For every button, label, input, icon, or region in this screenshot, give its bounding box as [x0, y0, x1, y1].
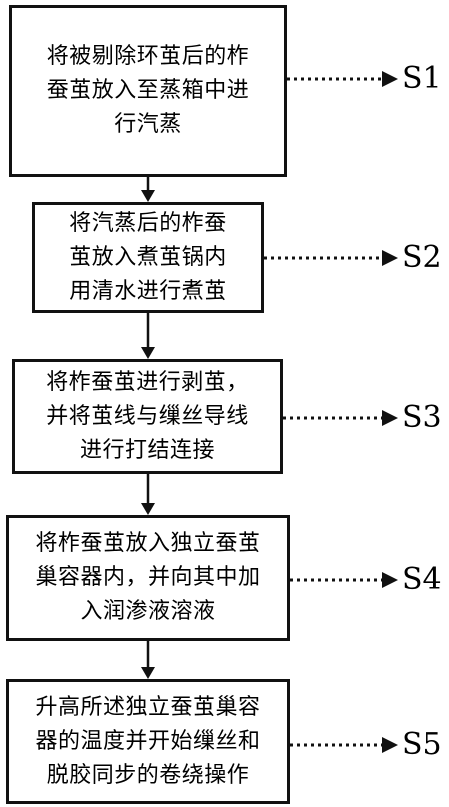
- step-box-s5: 升高所述独立蚕茧巢容 器的温度并开始缫丝和 脱胶同步的卷绕操作: [6, 679, 290, 804]
- step-text-s1: 将被剔除环茧后的柞 蚕茧放入至蒸箱中进 行汽蒸: [46, 44, 250, 137]
- step-box-s4: 将柞蚕茧放入独立蚕茧 巢容器内，并向其中加 入润渗液溶液: [6, 515, 290, 641]
- dotted-arrow: [290, 572, 398, 588]
- down-arrow: [141, 474, 155, 515]
- step-box-s1: 将被剔除环茧后的柞 蚕茧放入至蒸箱中进 行汽蒸: [9, 5, 287, 177]
- step-text-s3: 将柞蚕茧进行剥茧， 并将茧线与缫丝导线 进行打结连接: [46, 369, 249, 463]
- step-text-s2: 将汽蒸后的柞蚕 茧放入煮茧锅内 用清水进行煮茧: [69, 210, 227, 304]
- dotted-arrow: [283, 410, 398, 426]
- down-arrow: [141, 641, 155, 679]
- step-text-s5: 升高所述独立蚕茧巢容 器的温度并开始缫丝和 脱胶同步的卷绕操作: [35, 694, 261, 788]
- dotted-arrow: [264, 250, 398, 266]
- step-label-s2: S2: [402, 240, 442, 275]
- step-label-s5: S5: [402, 727, 442, 762]
- step-label-s3: S3: [402, 400, 442, 435]
- down-arrow: [141, 313, 155, 359]
- step-text-s4: 将柞蚕茧放入独立蚕茧 巢容器内，并向其中加 入润渗液溶液: [35, 531, 261, 624]
- step-label-s4: S4: [402, 562, 442, 597]
- step-label-s1: S1: [402, 61, 442, 96]
- dotted-arrow: [287, 71, 398, 87]
- step-box-s3: 将柞蚕茧进行剥茧， 并将茧线与缫丝导线 进行打结连接: [12, 359, 283, 474]
- down-arrow: [141, 177, 155, 202]
- step-box-s2: 将汽蒸后的柞蚕 茧放入煮茧锅内 用清水进行煮茧: [32, 202, 264, 313]
- dotted-arrow: [290, 737, 398, 753]
